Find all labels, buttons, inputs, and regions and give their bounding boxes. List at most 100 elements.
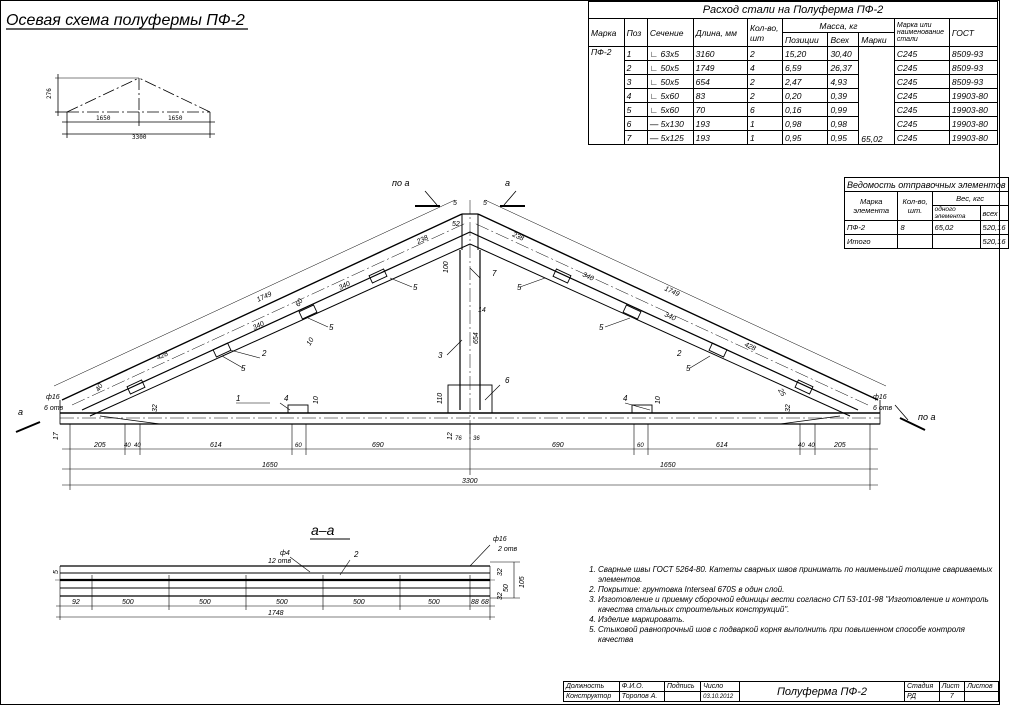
ship-th-qty: Кол-во, шт.: [897, 191, 933, 221]
left-chord-340a: 340: [252, 320, 266, 331]
scheme-half-right: 1650: [168, 115, 183, 122]
ship-th-one: одного элемента: [931, 205, 981, 221]
stamp-name: Торопов А.: [618, 691, 665, 702]
misc-6: 52: [452, 221, 460, 228]
shipping-elements-table: Ведомость отправочных элементов Марка эл…: [843, 177, 1009, 249]
sdim-0: 92: [72, 599, 80, 606]
misc-9: 60: [295, 298, 305, 308]
cell-qty: 4: [746, 60, 783, 75]
table-row: 6 — 5х130 193 1 0,98 0,98 С245 19903-80: [589, 116, 999, 131]
notes-list: Сварные швы ГОСТ 5264-80. Катеты сварных…: [586, 565, 993, 645]
left-chord-340b: 340: [338, 280, 352, 291]
cell-section: ∟ 5х60: [646, 102, 694, 117]
cell-qty: 6: [746, 102, 783, 117]
cell-steel: С245: [893, 60, 950, 75]
cell-gost: 8509-93: [948, 46, 999, 61]
cell-steel: С245: [893, 88, 950, 103]
pos-6: 6: [505, 376, 510, 385]
sdim-3: 500: [276, 599, 288, 606]
ship-cell-all: 520,16: [979, 220, 1009, 235]
note-item: Изготовление и приемку сборочной единицы…: [598, 595, 993, 615]
cell-section: — 5х130: [646, 116, 694, 131]
sdim-6: 88: [471, 599, 479, 606]
cell-gost: 19903-80: [948, 88, 999, 103]
ship-th-all: всех: [979, 205, 1009, 221]
bsmall-1: 40: [134, 443, 141, 449]
title-block: Должность Ф.И.О. Подпись Число Полуферма…: [563, 681, 999, 702]
stamp-date: Число: [700, 681, 740, 692]
half-right: 1650: [660, 462, 676, 469]
post-dim-bottom: 110: [437, 393, 444, 404]
scheme-half-left: 1650: [96, 115, 111, 122]
misc-2: 12: [447, 432, 454, 440]
cell-qty: 1: [746, 116, 783, 131]
ship-table-title: Ведомость отправочных элементов: [844, 177, 1009, 192]
left-small: 5: [53, 570, 60, 574]
cell-mass-all: 0,99: [827, 102, 860, 117]
stamp-date-val: 03.10.2012: [700, 691, 740, 702]
cell-pos: 1: [623, 46, 648, 61]
table-row: 5 ∟ 5х60 70 6 0,16 0,99 С245 19903-80: [589, 102, 999, 117]
misc-1: 10: [313, 396, 320, 404]
axial-scheme: [55, 74, 215, 138]
note-item: Стыковой равнопрочный шов с подваркой ко…: [598, 625, 993, 645]
pos-5e: 5: [599, 323, 604, 332]
cell-section: ∟ 63х5: [646, 46, 694, 61]
right-chord-238: 238: [510, 231, 525, 243]
ship-cell-mark: Итого: [843, 234, 899, 249]
right-chord-340a: 340: [581, 271, 595, 282]
th-mass-all: Всех: [827, 32, 860, 47]
pos-5a: 5: [413, 283, 418, 292]
th-mass-mark: Марки: [858, 32, 895, 47]
cell-mass-pos: 0,20: [781, 88, 829, 103]
bdim-2: 690: [372, 442, 384, 449]
right-chord-340b: 340: [663, 311, 677, 322]
cell-gost: 19903-80: [948, 130, 999, 145]
cell-section: — 5х125: [646, 130, 694, 145]
ship-th-weight: Вес, кгс: [931, 191, 1009, 206]
table-row: 2 ∟ 50х5 1749 4 6,59 26,37 С245 8509-93: [589, 60, 999, 75]
pos-4: 4: [284, 394, 289, 403]
sdim-2: 500: [199, 599, 211, 606]
view-label-left: по а: [392, 178, 409, 188]
stamp-sheets-h: Листов: [964, 681, 999, 692]
cell-length: 193: [692, 130, 748, 145]
cell-mark-total: 65,02: [858, 46, 895, 145]
section-label-left: а: [18, 407, 23, 417]
pos-2-right: 2: [676, 349, 682, 358]
pos-3: 3: [438, 351, 443, 360]
cell-gost: 19903-80: [948, 102, 999, 117]
holes-count-right: 6 отв: [873, 405, 893, 412]
stamp-sheets: [964, 691, 999, 702]
ship-cell-qty: [897, 234, 933, 249]
rdim-3: 105: [519, 576, 526, 588]
misc-8: 40: [95, 383, 105, 393]
cell-qty: 2: [746, 46, 783, 61]
stamp-doc-title: Полуферма ПФ-2: [738, 681, 905, 702]
sdim-5: 500: [428, 599, 440, 606]
ship-cell-one: 65,02: [931, 220, 981, 235]
stamp-role: Конструктор: [563, 691, 620, 702]
cell-mass-all: 0,95: [827, 130, 860, 145]
bsmall-5: 60: [637, 443, 644, 449]
note-item: Сварные швы ГОСТ 5264-80. Катеты сварных…: [598, 565, 993, 585]
stamp-sign: Подпись: [663, 681, 702, 692]
table-row: Итого 520,16: [843, 234, 1009, 249]
cell-gost: 8509-93: [948, 74, 999, 89]
th-mass-pos: Позиции: [781, 32, 829, 47]
table-row: 7 — 5х125 193 1 0,95 0,95 С245 19903-80: [589, 130, 999, 145]
section-view: [55, 544, 520, 620]
cell-qty: 1: [746, 130, 783, 145]
table-row: ПФ-2 8 65,02 520,16: [843, 220, 1009, 235]
cell-steel: С245: [893, 116, 950, 131]
misc-7: 10: [306, 337, 316, 347]
right-chord-428: 428: [743, 341, 757, 352]
bsmall-4: 36: [473, 436, 480, 442]
scheme-total: 3300: [132, 134, 147, 141]
cell-length: 70: [692, 102, 748, 117]
stamp-post: Должность: [563, 681, 620, 692]
cell-pos: 6: [623, 116, 648, 131]
th-section: Сечение: [646, 18, 694, 47]
cell-mass-all: 0,98: [827, 116, 860, 131]
